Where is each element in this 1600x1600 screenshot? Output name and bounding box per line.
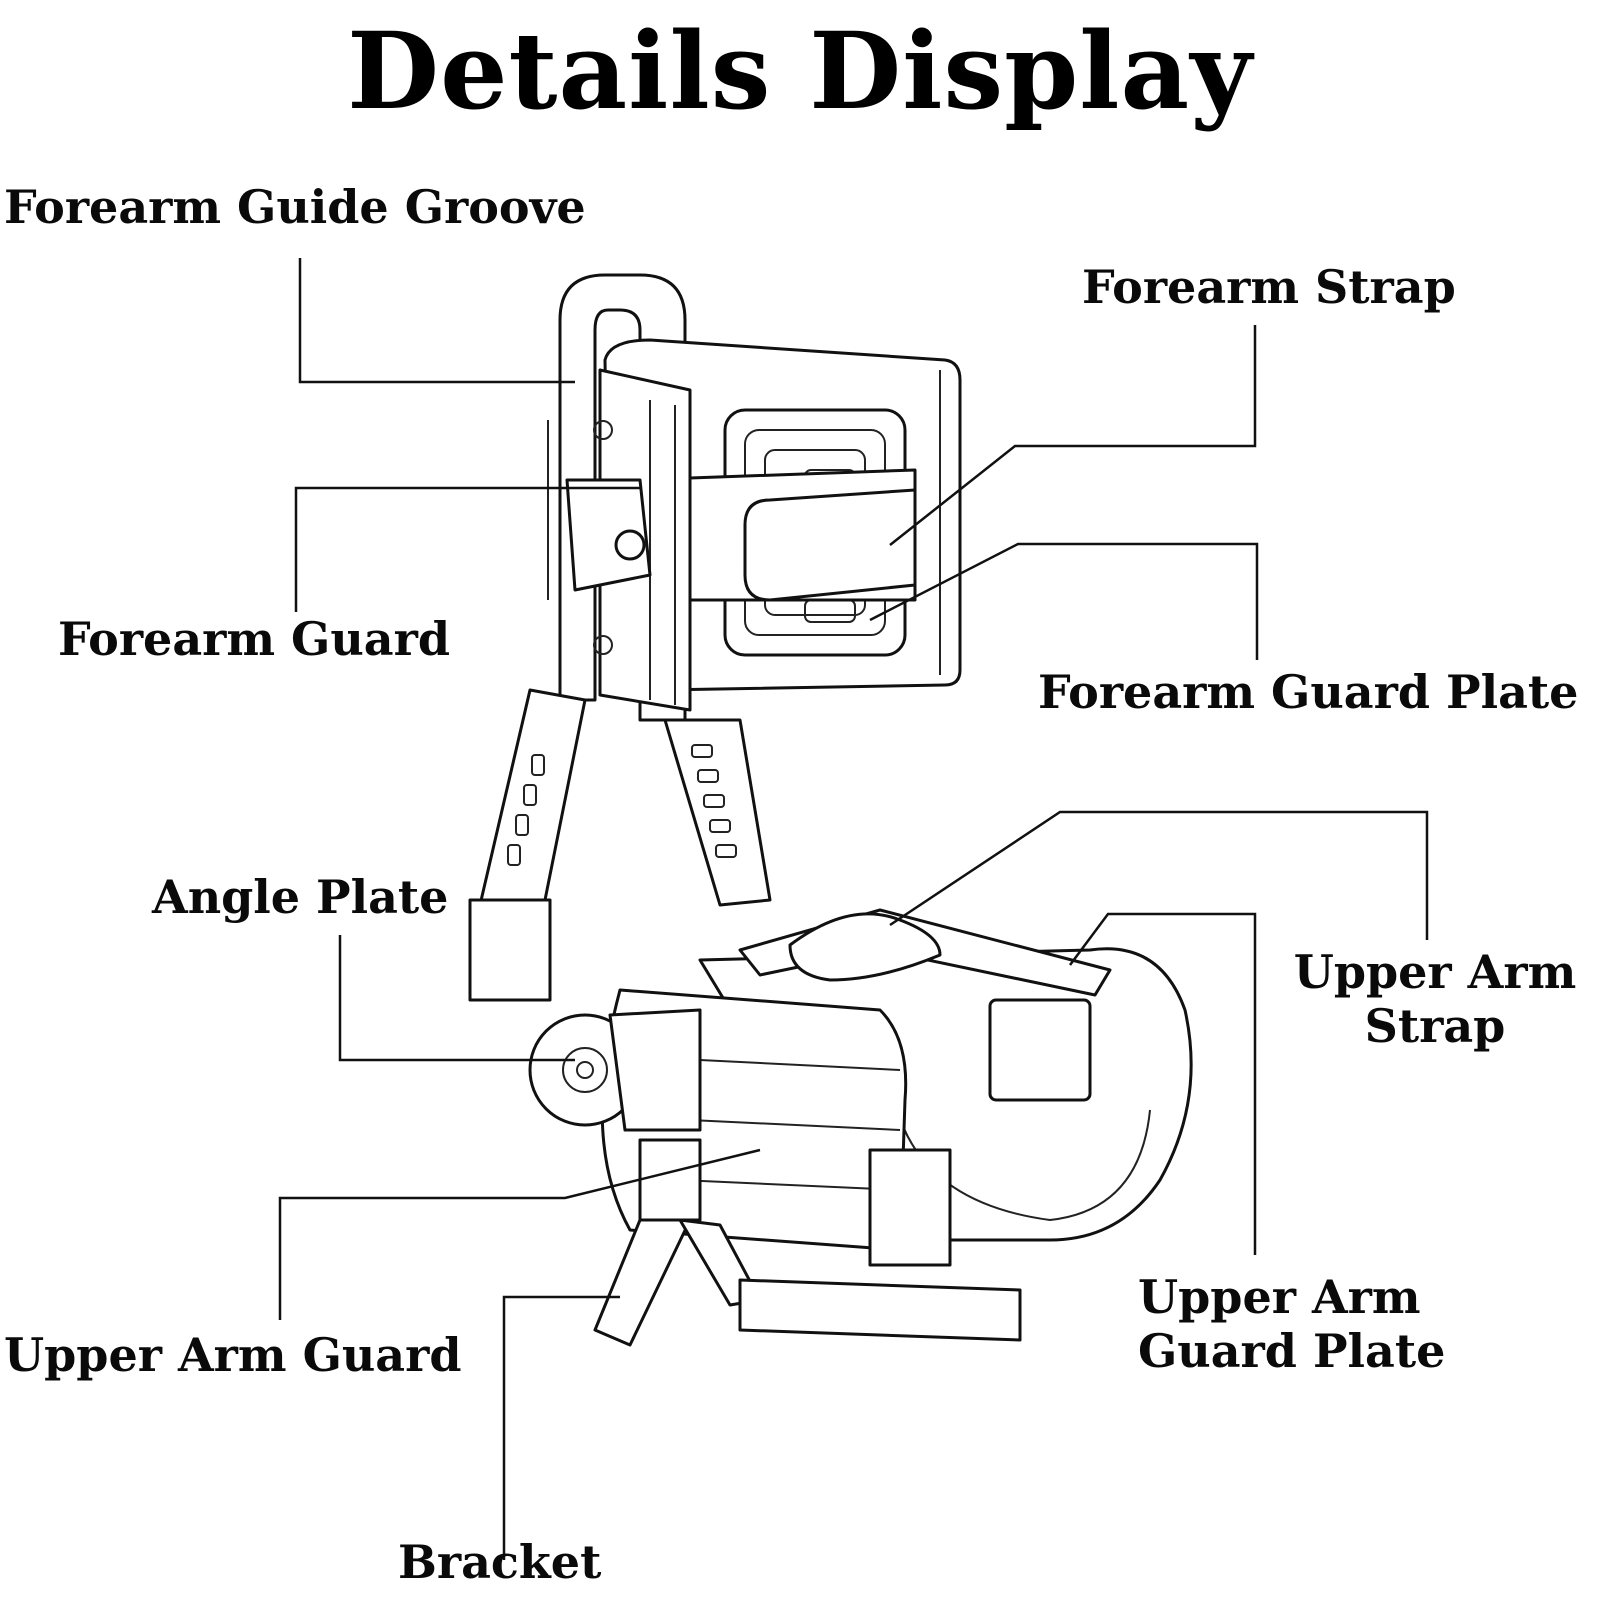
bracket-part xyxy=(593,1138,1022,1347)
label-forearm-guide-groove: Forearm Guide Groove xyxy=(4,180,586,234)
label-forearm-guard-plate: Forearm Guard Plate xyxy=(1038,665,1579,719)
label-upper-arm-strap: Upper Arm Strap xyxy=(1285,945,1585,1054)
label-upper-arm-strap-line1: Upper Arm xyxy=(1293,945,1577,999)
angle-plate-part xyxy=(468,688,772,1002)
leader-lines xyxy=(278,258,1429,1560)
label-upper-arm-guard: Upper Arm Guard xyxy=(4,1328,462,1382)
label-upper-arm-guard-plate-line2: Guard Plate xyxy=(1138,1324,1446,1379)
label-angle-plate: Angle Plate xyxy=(152,870,449,924)
label-upper-arm-guard-plate: Upper Arm Guard Plate xyxy=(1138,1270,1445,1379)
label-bracket: Bracket xyxy=(398,1535,602,1589)
label-forearm-strap: Forearm Strap xyxy=(1082,260,1456,314)
label-forearm-guard: Forearm Guard xyxy=(58,612,450,666)
label-upper-arm-guard-plate-line1: Upper Arm xyxy=(1138,1270,1421,1324)
forearm-guard-part xyxy=(565,368,692,712)
forearm-strap-part xyxy=(688,468,917,602)
upper-arm-strap-part xyxy=(738,908,1112,997)
label-upper-arm-strap-line2: Strap xyxy=(1364,999,1506,1054)
page-title: Details Display xyxy=(347,8,1253,133)
angle-knob-part xyxy=(528,1008,702,1132)
